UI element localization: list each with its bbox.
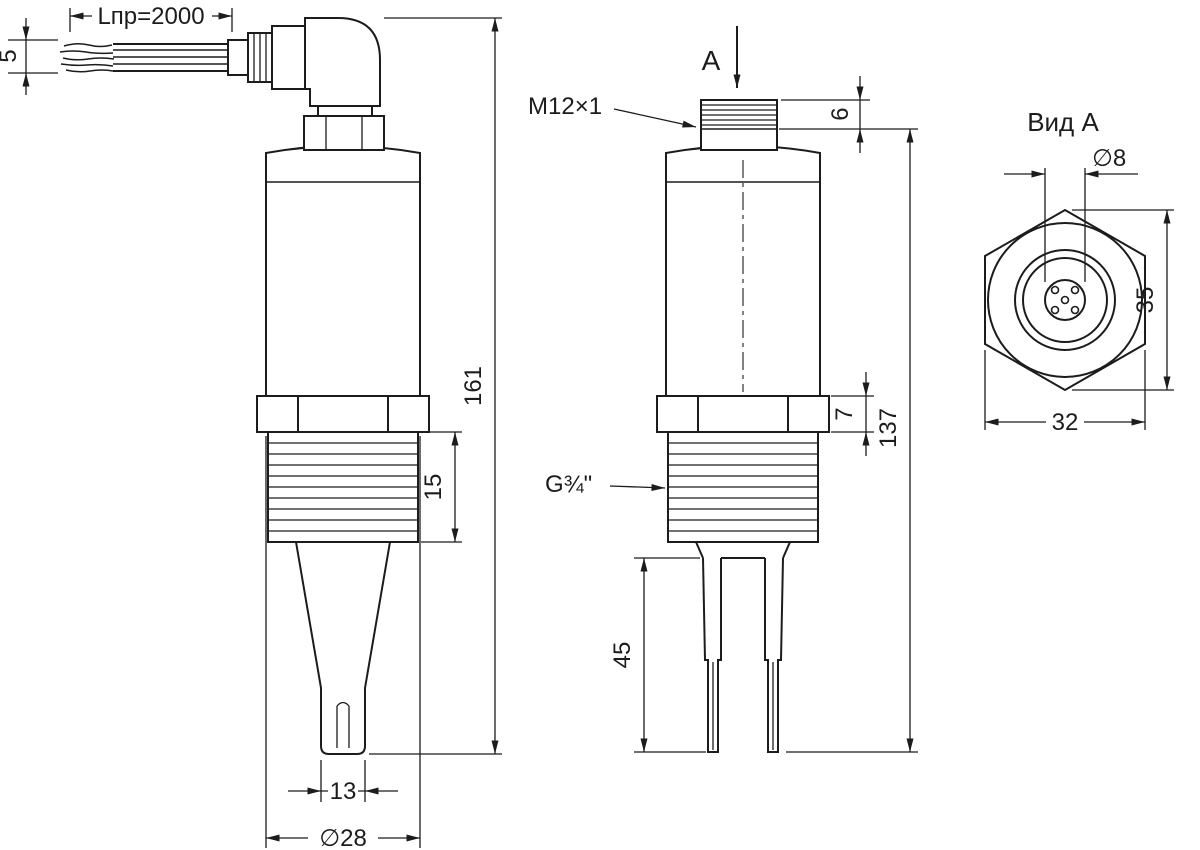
gland-nut — [303, 115, 385, 151]
dim-thread-length: 15 — [420, 431, 462, 543]
dim-body-diameter-text: ∅28 — [319, 825, 367, 850]
dim-body-diameter: ∅28 — [265, 436, 421, 850]
dim-height-without-cable: 137 — [786, 129, 918, 753]
hex-nut-outline — [984, 208, 1146, 392]
dim-cable-length-text: Lпр=2000 — [97, 3, 204, 30]
hex-nut — [656, 395, 830, 433]
label-process-thread-text: G¾" — [545, 471, 592, 498]
gland-nut-facets — [325, 116, 363, 150]
dim-pin-insert-diameter: ∅8 — [1004, 145, 1138, 282]
connector-coupling-circle — [1022, 257, 1108, 343]
elbow-connector — [304, 17, 381, 107]
pin-insert-circle — [1044, 279, 1086, 321]
dim-across-flats: 32 — [984, 350, 1146, 436]
dim-hex-height-text: 7 — [831, 407, 858, 420]
thread-lines — [268, 442, 418, 532]
hex-nut — [256, 395, 430, 433]
dim-fork-length: 45 — [609, 557, 706, 753]
dim-fork-length-text: 45 — [609, 642, 636, 669]
section-arrow-label: А — [702, 45, 721, 76]
cable-outline — [113, 43, 228, 72]
fork-prongs — [695, 541, 791, 753]
dim-across-flats-text: 32 — [1052, 409, 1079, 436]
dim-thread-length-text: 15 — [420, 474, 447, 501]
side-view-with-cable: Lпр=2000 5 161 15 13 — [0, 3, 502, 850]
dim-overall-height-text: 161 — [460, 366, 487, 406]
dim-cable-tail-text: 5 — [0, 49, 22, 62]
cable-barrel-ribs — [253, 33, 267, 82]
dim-connector-thread-length: 6 — [779, 76, 918, 153]
connector-housing — [271, 25, 306, 90]
dim-across-corners: 35 — [1072, 209, 1174, 391]
fork-slot — [336, 701, 350, 748]
label-connector-thread-text: M12×1 — [528, 93, 602, 120]
sensor-body — [265, 145, 421, 397]
label-process-thread: G¾" — [545, 471, 666, 498]
dim-hex-height: 7 — [831, 372, 874, 456]
dim-overall-height: 161 — [369, 17, 502, 755]
dim-cable-tail: 5 — [0, 18, 58, 95]
hex-nut-facets — [697, 396, 789, 432]
dim-fork-tip-width: 13 — [288, 760, 398, 805]
connector-outer-circle — [1014, 249, 1116, 351]
cable-strands — [113, 49, 228, 65]
thread-lines — [668, 442, 818, 532]
dim-connector-thread-length-text: 6 — [827, 107, 854, 120]
fork-blade — [294, 541, 392, 755]
section-arrow-a: А — [702, 26, 741, 88]
dim-pin-insert-diameter-text: ∅8 — [1092, 145, 1126, 172]
front-view-with-connector: А M12×1 G¾" 6 7 — [528, 26, 918, 753]
hex-nut-facets — [297, 396, 389, 432]
m12-thread-lines — [701, 104, 777, 126]
dim-across-corners-text: 35 — [1132, 287, 1159, 314]
end-view-a: Вид А ∅8 35 32 — [984, 107, 1174, 436]
dim-cable-length: Lпр=2000 — [69, 3, 233, 32]
dim-height-without-cable-text: 137 — [875, 408, 902, 448]
view-a-title: Вид А — [1027, 107, 1099, 137]
cable-frayed-ends — [59, 42, 115, 73]
label-connector-thread: M12×1 — [528, 93, 697, 128]
chamfer-circle — [987, 222, 1143, 378]
gland-neck — [317, 105, 373, 117]
cable-collar — [227, 39, 249, 76]
dim-fork-tip-width-text: 13 — [330, 778, 357, 805]
connector-pins — [1050, 285, 1080, 315]
